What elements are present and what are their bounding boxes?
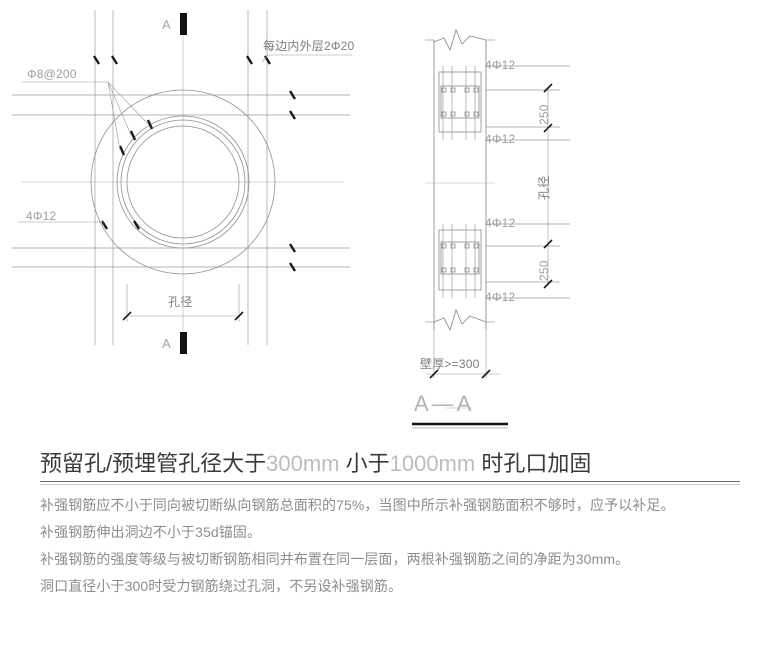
section-mark-letter-bottom: A — [162, 336, 171, 351]
note-line-1: 补强钢筋应不小于同向被切断纵向钢筋总面积的75%，当图中所示补强钢筋面积不够时，… — [40, 497, 675, 514]
notes-title-part-4: 时孔口加固 — [475, 451, 592, 476]
label-bars-bottom-outer: 4Φ12 — [485, 290, 516, 304]
section-mark-letter-top: A — [162, 17, 171, 32]
notes-title-part-3: 1000mm — [389, 451, 476, 476]
notes-title-part-0: 预留孔/预埋管孔径大于 — [40, 451, 267, 476]
label-stirrup-spacing: Φ8@200 — [27, 67, 77, 81]
section-title-a-a: A—A — [414, 391, 475, 416]
note-line-3: 补强钢筋的强度等级与被切断钢筋相同并布置在同一层面，两根补强钢筋之间的净距为30… — [40, 551, 630, 568]
plan-view-group — [12, 10, 352, 354]
note-line-4: 洞口直径小于300时受力钢筋绕过孔洞，不另设补强钢筋。 — [40, 578, 403, 595]
label-bars-top-outer: 4Φ12 — [485, 58, 516, 72]
notes-title: 预留孔/预埋管孔径大于300mm 小于1000mm 时孔口加固 — [40, 452, 740, 475]
label-hole-diameter-plan: 孔径 — [168, 295, 193, 309]
dim-250-bottom: 250 — [537, 260, 551, 281]
notes-block: 预留孔/预埋管孔径大于300mm 小于1000mm 时孔口加固 补强钢筋应不小于… — [40, 452, 740, 593]
label-bars-top-inner: 4Φ12 — [485, 132, 516, 146]
label-bars-bottom-inner: 4Φ12 — [485, 216, 516, 230]
note-line-2: 补强钢筋伸出洞边不小于35d锚固。 — [40, 524, 262, 541]
label-radial-bars-plan: 4Φ12 — [26, 209, 57, 223]
dim-250-top: 250 — [537, 104, 551, 125]
label-wall-thickness: 壁厚>=300 — [420, 357, 480, 371]
dim-hole-diameter-section: 孔径 — [537, 175, 551, 200]
notes-title-divider — [40, 481, 740, 486]
section-view-group — [412, 28, 570, 429]
notes-title-part-2: 小于 — [339, 451, 390, 476]
label-edge-bars: 每边内外层2Φ20 — [263, 39, 355, 53]
notes-title-part-1: 300mm — [266, 451, 340, 476]
